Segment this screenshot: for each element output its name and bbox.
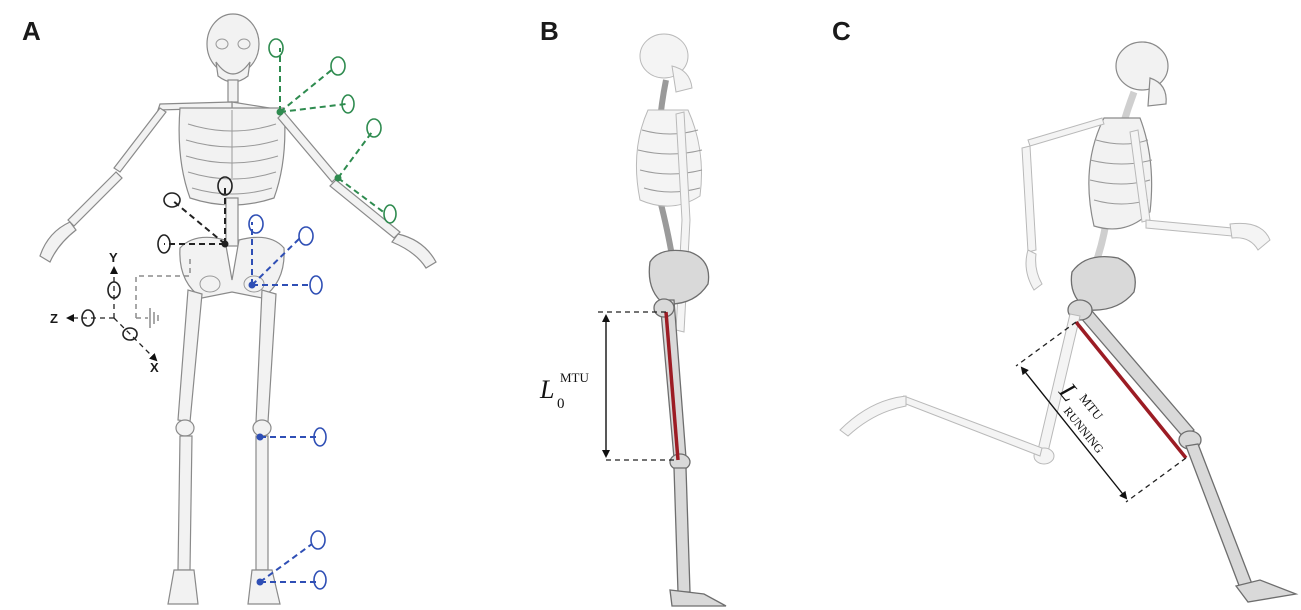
skeleton-front bbox=[40, 14, 436, 604]
ground-icon bbox=[150, 308, 158, 328]
rotation-arrow-icon bbox=[384, 205, 396, 223]
rotation-arrow-icon bbox=[314, 571, 326, 589]
panel-b-letter: B bbox=[540, 16, 559, 46]
skeleton-side-standing bbox=[636, 34, 726, 606]
panel-b: B bbox=[539, 16, 726, 606]
rotation-arrow-icon bbox=[164, 193, 180, 207]
panel-c: C bbox=[832, 16, 1296, 602]
axis-label-x: X bbox=[150, 360, 159, 375]
rotation-arrow-icon bbox=[299, 227, 313, 245]
label-rest-sup: MTU bbox=[560, 370, 590, 385]
label-rest-L: L bbox=[539, 375, 554, 404]
rotation-arrow-icon bbox=[311, 531, 325, 549]
label-rest-sub: 0 bbox=[557, 396, 565, 412]
rotation-arrow-icon bbox=[331, 57, 345, 75]
panel-a-letter: A bbox=[22, 16, 41, 46]
rotation-arrow-icon bbox=[310, 276, 322, 294]
upper-limb-dofs bbox=[269, 39, 396, 223]
mtu-rest-length: L 0 MTU bbox=[539, 312, 678, 460]
mtu-running-length: L MTU RUNNING bbox=[1016, 322, 1186, 502]
rotation-arrow-icon bbox=[367, 119, 381, 137]
axis-label-y: Y bbox=[109, 250, 118, 265]
axis-label-z: Z bbox=[50, 311, 58, 326]
global-axes: Y Z X bbox=[50, 250, 159, 375]
panel-c-letter: C bbox=[832, 16, 851, 46]
panel-a: A bbox=[22, 14, 436, 604]
skeleton-side-running bbox=[840, 42, 1296, 602]
